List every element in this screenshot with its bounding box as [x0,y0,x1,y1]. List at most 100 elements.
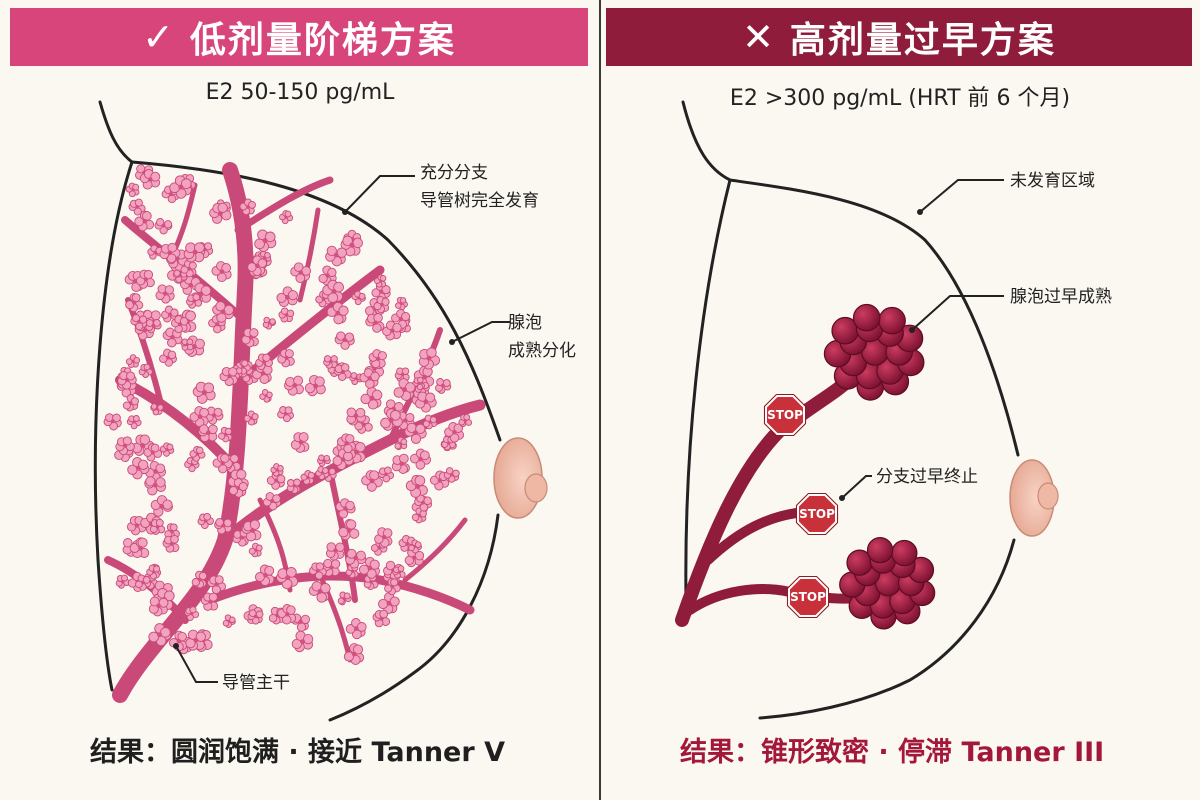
alveolus-blossom [404,422,427,444]
alveolus-blossom [346,407,366,426]
alveolus-blossom [276,566,299,590]
premature-alveoli-leader [911,295,1004,331]
alveolus-blossom [443,467,460,483]
alveolus-blossom [418,347,441,370]
alveolus-blossom [435,378,452,394]
alveolus-blossom [212,453,233,474]
alveolus-blossom [286,478,301,494]
alveolus-blossom [444,422,465,443]
alveolus-blossom [277,348,295,368]
panel-divider [599,0,601,800]
alveolus-blossom [147,244,164,260]
main-duct-leader [175,645,218,683]
alveoli-label-line2: 成熟分化 [508,340,576,361]
alveolus-blossom [277,604,297,625]
alveolus-blossom [270,463,284,477]
alveolus-blossom [304,374,326,397]
main-duct-leader-dot [173,643,179,649]
alveolus-blossom [284,375,304,396]
lower-dense-lobule [839,537,936,630]
alveolus-blossom [184,606,200,621]
undeveloped-label: 未发育区域 [1010,171,1095,191]
alveolus-blossom [169,175,192,199]
alveolus-blossom [333,363,352,382]
alveolus-blossom [336,433,356,454]
alveolus-blossom [365,313,385,333]
alveolus-blossom [414,494,433,512]
alveolus-blossom [186,293,203,309]
branching-leader [344,175,415,213]
high-dose-header-text: 高剂量过早方案 [789,20,1056,61]
alveolus-blossom [134,210,155,232]
alveolus-blossom [408,539,422,554]
alveolus-blossom [155,284,175,304]
alveolus-blossom [382,320,402,341]
main-duct-label: 导管主干 [222,673,290,693]
high-dose-e2-range: E2 >300 pg/mL (HRT 前 6 个月) [729,86,1071,111]
stop-sign-middle: STOP [795,492,839,536]
left-nipple [524,473,548,503]
alveoli-leader [451,321,510,343]
alveolus-blossom [180,259,197,278]
undeveloped-leader [919,179,1004,213]
alveolus-blossom [150,495,173,517]
alveolus-blossom [279,210,294,225]
alveolus-blossom [360,386,383,410]
alveolus-blossom [361,470,383,492]
alveolus-blossom [276,286,298,308]
alveolus-blossom [335,498,356,519]
alveolus-blossom [345,564,359,579]
alveolus-blossom [340,235,363,257]
alveoli-leader-dot [449,339,455,345]
alveolus-blossom [377,466,395,483]
alveolus-blossom [358,556,380,579]
alveolus-blossom [409,448,432,470]
alveolus-blossom [143,443,163,462]
alveolus-blossom [136,269,155,289]
alveolus-blossom [191,570,208,589]
alveolus-blossom [150,403,164,416]
x-mark-icon: ✕ [742,15,776,59]
alveolus-blossom [126,415,142,430]
alveolus-blossom [405,474,428,498]
alveolus-blossom [429,470,450,491]
alveolus-blossom [374,527,393,548]
dense-lobules [823,303,936,630]
alveolus-blossom [222,614,236,628]
alveolus-blossom [103,413,122,431]
upper-dense-lobule [823,303,925,401]
alveolus-blossom [247,255,268,277]
alveolus-blossom [332,448,354,471]
premature-alveoli-leader-dot [909,327,915,333]
alveolus-blossom [359,368,380,389]
alveolus-blossom [148,623,172,647]
alveolus-blossom [204,406,224,425]
stop-sign-lower: STOP [786,575,830,619]
alveolus-blossom [241,519,262,542]
alveolus-blossom [162,534,180,553]
premature-stop-leader [841,475,872,499]
alveolus-blossom [117,371,137,390]
alveolus-blossom [317,454,331,467]
alveolus-blossom [325,245,347,267]
alveolus-blossom [338,519,360,541]
alveolus-blossom [197,512,214,530]
alveolus-blossom [373,296,390,314]
alveolus-blossom [391,309,411,329]
branching-label-line1: 充分分支 [420,163,488,183]
alveolus-blossom [189,445,206,462]
alveolus-blossom [239,198,256,216]
alveolus-blossom [262,316,276,330]
alveolus-blossom [214,518,233,535]
alveolus-blossom [154,218,173,235]
alveolus-blossom [394,367,410,382]
alveolus-blossom [183,242,205,263]
left-breast-inner-edge [93,160,134,692]
alveolus-blossom [115,574,131,589]
alveolus-blossom [207,575,227,595]
alveolus-blossom [262,492,282,511]
alveolus-blossom [232,528,249,547]
alveolus-blossom [211,261,232,283]
alveolus-blossom [161,305,179,323]
